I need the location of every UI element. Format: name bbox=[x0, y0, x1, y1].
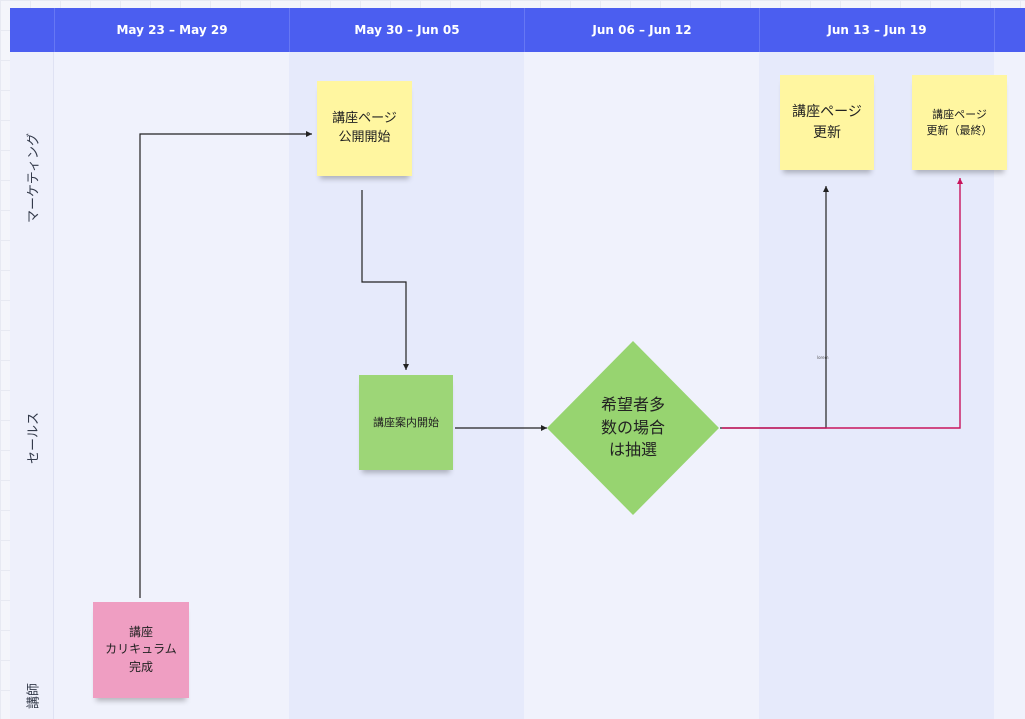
header-week-2[interactable]: May 30 – Jun 05 bbox=[289, 8, 524, 52]
connector-tiny-label: lorem bbox=[817, 355, 829, 360]
header-week-5[interactable] bbox=[994, 8, 1025, 52]
sticky-page-launch[interactable]: 講座ページ 公開開始 bbox=[317, 81, 412, 176]
sticky-curriculum-done-text: 講座 カリキュラム 完成 bbox=[105, 624, 177, 674]
header-week-1[interactable]: May 23 – May 29 bbox=[54, 8, 289, 52]
sticky-page-launch-text: 講座ページ 公開開始 bbox=[332, 110, 397, 145]
header-week-3[interactable]: Jun 06 – Jun 12 bbox=[524, 8, 759, 52]
connector-decision-to-update[interactable] bbox=[720, 186, 829, 429]
connector-launch-to-sales[interactable] bbox=[361, 190, 409, 370]
sticky-sales-start[interactable]: 講座案内開始 bbox=[359, 375, 453, 470]
sticky-page-update-final[interactable]: 講座ページ 更新（最終） bbox=[912, 75, 1007, 170]
header-week-4[interactable]: Jun 13 – Jun 19 bbox=[759, 8, 994, 52]
sticky-sales-start-text: 講座案内開始 bbox=[373, 415, 439, 429]
sticky-page-update[interactable]: 講座ページ 更新 bbox=[780, 75, 874, 170]
timeline-header: May 23 – May 29 May 30 – Jun 05 Jun 06 –… bbox=[10, 8, 1025, 52]
sticky-page-update-text: 講座ページ 更新 bbox=[792, 104, 862, 141]
timeline-board: May 23 – May 29 May 30 – Jun 05 Jun 06 –… bbox=[10, 8, 1025, 719]
sticky-curriculum-done[interactable]: 講座 カリキュラム 完成 bbox=[93, 602, 189, 698]
connector-curriculum-to-launch[interactable] bbox=[139, 131, 312, 598]
decision-label: 希望者多 数の場合 は抽選 bbox=[600, 395, 665, 460]
connector-layer bbox=[139, 131, 963, 598]
lane-label-column bbox=[10, 52, 54, 719]
decision-diamond[interactable] bbox=[547, 341, 719, 515]
connector-decision-to-final-update[interactable] bbox=[722, 178, 963, 429]
sticky-page-update-final-text: 講座ページ 更新（最終） bbox=[926, 107, 993, 137]
